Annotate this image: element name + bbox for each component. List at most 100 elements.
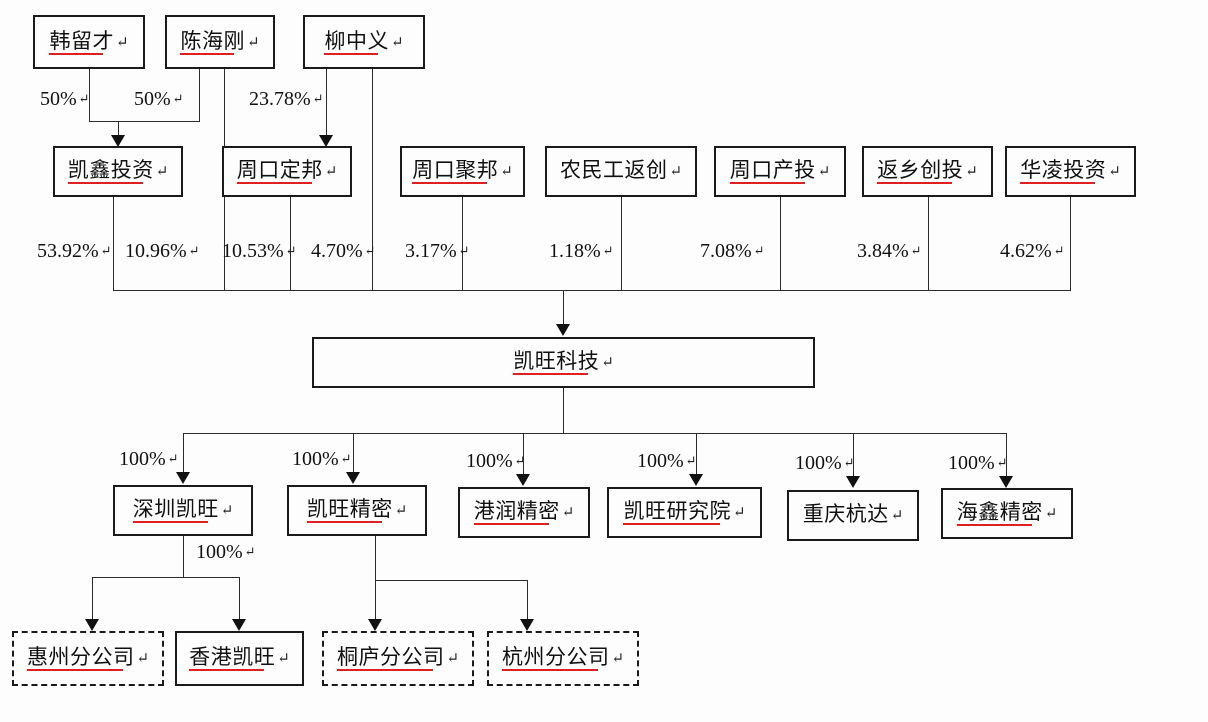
pct-fanxiang-stake: 3.84%↵ — [857, 240, 922, 263]
pilcrow-mark: ↵ — [172, 91, 184, 106]
edge-liu-direct-to-company — [372, 69, 373, 290]
pilcrow-mark: ↵ — [100, 243, 112, 258]
edge-hualing-to-company — [1070, 197, 1071, 290]
pct-chantou-stake: 7.08%↵ — [700, 240, 765, 263]
pct-value: 10.53% — [222, 240, 284, 262]
pilcrow-mark: ↵ — [78, 91, 90, 106]
pilcrow-mark: ↵ — [244, 544, 256, 559]
node-label: 香港凯旺 — [189, 645, 276, 671]
edge-liu-to-dingbang — [326, 69, 327, 135]
edge-jubang-to-company — [462, 197, 463, 290]
edge-fanxiang-to-company — [928, 197, 929, 290]
edge-bus-to-kaiwang-jingmi — [353, 433, 354, 473]
pilcrow-mark: ↵ — [602, 243, 614, 258]
pilcrow-mark: ↵ — [246, 34, 260, 51]
pct-value: 100% — [119, 448, 166, 470]
pilcrow-mark: ↵ — [1044, 506, 1058, 522]
pilcrow-mark: ↵ — [669, 164, 683, 180]
pilcrow-mark: ↵ — [965, 164, 978, 180]
pct-shenzhen-to-branches: 100%↵ — [196, 541, 256, 564]
node-liu-zhongyi[interactable]: 柳中义↵ — [303, 15, 425, 69]
pct-chen-to-kaixin: 50%↵ — [134, 88, 184, 111]
arrow-to-haixin-jingmi — [999, 476, 1013, 488]
pct-value: 10.96% — [125, 240, 187, 262]
pct-chongqing-hangda-stake: 100%↵ — [795, 452, 855, 475]
node-tonglu-branch[interactable]: 桐庐分公司↵ — [322, 631, 474, 686]
node-label: 海鑫精密 — [956, 500, 1043, 526]
node-chen-haigang[interactable]: 陈海刚↵ — [165, 15, 275, 69]
pilcrow-mark: ↵ — [500, 164, 513, 180]
node-label: 周口产投 — [729, 158, 816, 184]
node-fanxiang-chuangtou[interactable]: 返乡创投↵ — [862, 146, 993, 197]
arrow-to-tonglu-branch — [368, 619, 382, 631]
node-label: 凯旺科技 — [513, 349, 600, 375]
pilcrow-mark: ↵ — [1108, 164, 1121, 180]
node-label: 凯鑫投资 — [67, 158, 154, 184]
node-label: 杭州分公司 — [501, 645, 610, 671]
pilcrow-mark: ↵ — [732, 505, 746, 521]
node-nongmingong-fanchuang[interactable]: 农民工返创↵ — [545, 146, 697, 197]
node-huizhou-branch[interactable]: 惠州分公司↵ — [12, 631, 164, 686]
node-zhoukou-chantou[interactable]: 周口产投↵ — [714, 146, 846, 197]
pilcrow-mark: ↵ — [136, 651, 150, 667]
node-kaiwang-jingmi[interactable]: 凯旺精密↵ — [287, 485, 427, 536]
edge-dingbang-to-company — [290, 197, 291, 290]
pct-value: 4.62% — [1000, 240, 1052, 262]
edge-bus-to-gangrun-jingmi — [523, 433, 524, 475]
pct-value: 100% — [637, 450, 684, 472]
pilcrow-mark: ↵ — [561, 505, 575, 521]
node-hongkong-kaiwang[interactable]: 香港凯旺↵ — [175, 631, 304, 686]
node-label: 重庆杭达 — [802, 502, 889, 526]
edge-han-to-merge — [89, 69, 90, 121]
node-gangrun-jingmi[interactable]: 港润精密↵ — [458, 487, 590, 538]
pilcrow-mark: ↵ — [996, 455, 1008, 470]
pct-liu-direct-stake: 4.70%↵ — [311, 240, 376, 263]
pct-chen-direct-stake: 10.96%↵ — [125, 240, 200, 263]
pct-kaixin-stake: 53.92%↵ — [37, 240, 112, 263]
node-hangzhou-branch[interactable]: 杭州分公司↵ — [487, 631, 639, 686]
node-zhoukou-jubang[interactable]: 周口聚邦↵ — [400, 146, 525, 197]
edge-bus-to-kaiwang-yanjiuyuan — [696, 433, 697, 475]
pct-value: 100% — [795, 452, 842, 474]
node-label: 周口定邦 — [236, 158, 323, 184]
node-label: 桐庐分公司 — [336, 645, 445, 671]
pilcrow-mark: ↵ — [601, 355, 614, 371]
node-haixin-jingmi[interactable]: 海鑫精密↵ — [941, 488, 1073, 539]
node-zhoukou-dingbang[interactable]: 周口定邦↵ — [222, 146, 352, 197]
pilcrow-mark: ↵ — [155, 164, 169, 180]
node-label: 华凌投资 — [1020, 158, 1107, 184]
pct-haixin-jingmi-stake: 100%↵ — [948, 452, 1008, 475]
node-label: 凯旺研究院 — [623, 499, 731, 525]
arrow-to-hongkong-kaiwang — [232, 619, 246, 631]
node-hualing-touzi[interactable]: 华凌投资↵ — [1005, 146, 1136, 197]
node-kaixin-touzi[interactable]: 凯鑫投资↵ — [53, 146, 183, 197]
pct-shenzhen-kaiwang-stake: 100%↵ — [119, 448, 179, 471]
node-label: 陈海刚 — [180, 28, 245, 55]
edge-subsidiary-bus — [183, 433, 1006, 434]
node-kaiwang-keji[interactable]: 凯旺科技↵ — [312, 337, 815, 388]
pct-hualing-stake: 4.62%↵ — [1000, 240, 1065, 263]
pilcrow-mark: ↵ — [685, 453, 697, 468]
edge-chen-to-merge — [199, 69, 200, 121]
node-han-liucai[interactable]: 韩留才↵ — [33, 15, 145, 69]
node-label: 返乡创投 — [877, 158, 964, 184]
node-label: 港润精密 — [473, 499, 560, 525]
pct-value: 50% — [40, 88, 77, 110]
node-shenzhen-kaiwang[interactable]: 深圳凯旺↵ — [113, 485, 253, 536]
node-kaiwang-yanjiuyuan[interactable]: 凯旺研究院↵ — [607, 487, 762, 538]
pilcrow-mark: ↵ — [188, 243, 200, 258]
pct-value: 100% — [292, 448, 339, 470]
node-label: 柳中义 — [324, 28, 389, 55]
edge-bus-to-chongqing-hangda — [853, 433, 854, 477]
edge-split-to-hongkong — [239, 577, 240, 620]
node-chongqing-hangda[interactable]: 重庆杭达↵ — [787, 490, 919, 541]
pct-value: 53.92% — [37, 240, 99, 262]
pilcrow-mark: ↵ — [458, 243, 470, 258]
node-label: 韩留才 — [49, 28, 114, 55]
arrow-to-gangrun-jingmi — [516, 474, 530, 486]
pct-nongmingong-stake: 1.18%↵ — [549, 240, 614, 263]
pct-value: 50% — [134, 88, 171, 110]
arrow-to-dingbang — [319, 135, 333, 147]
edge-merge-to-kaixin — [118, 121, 119, 138]
